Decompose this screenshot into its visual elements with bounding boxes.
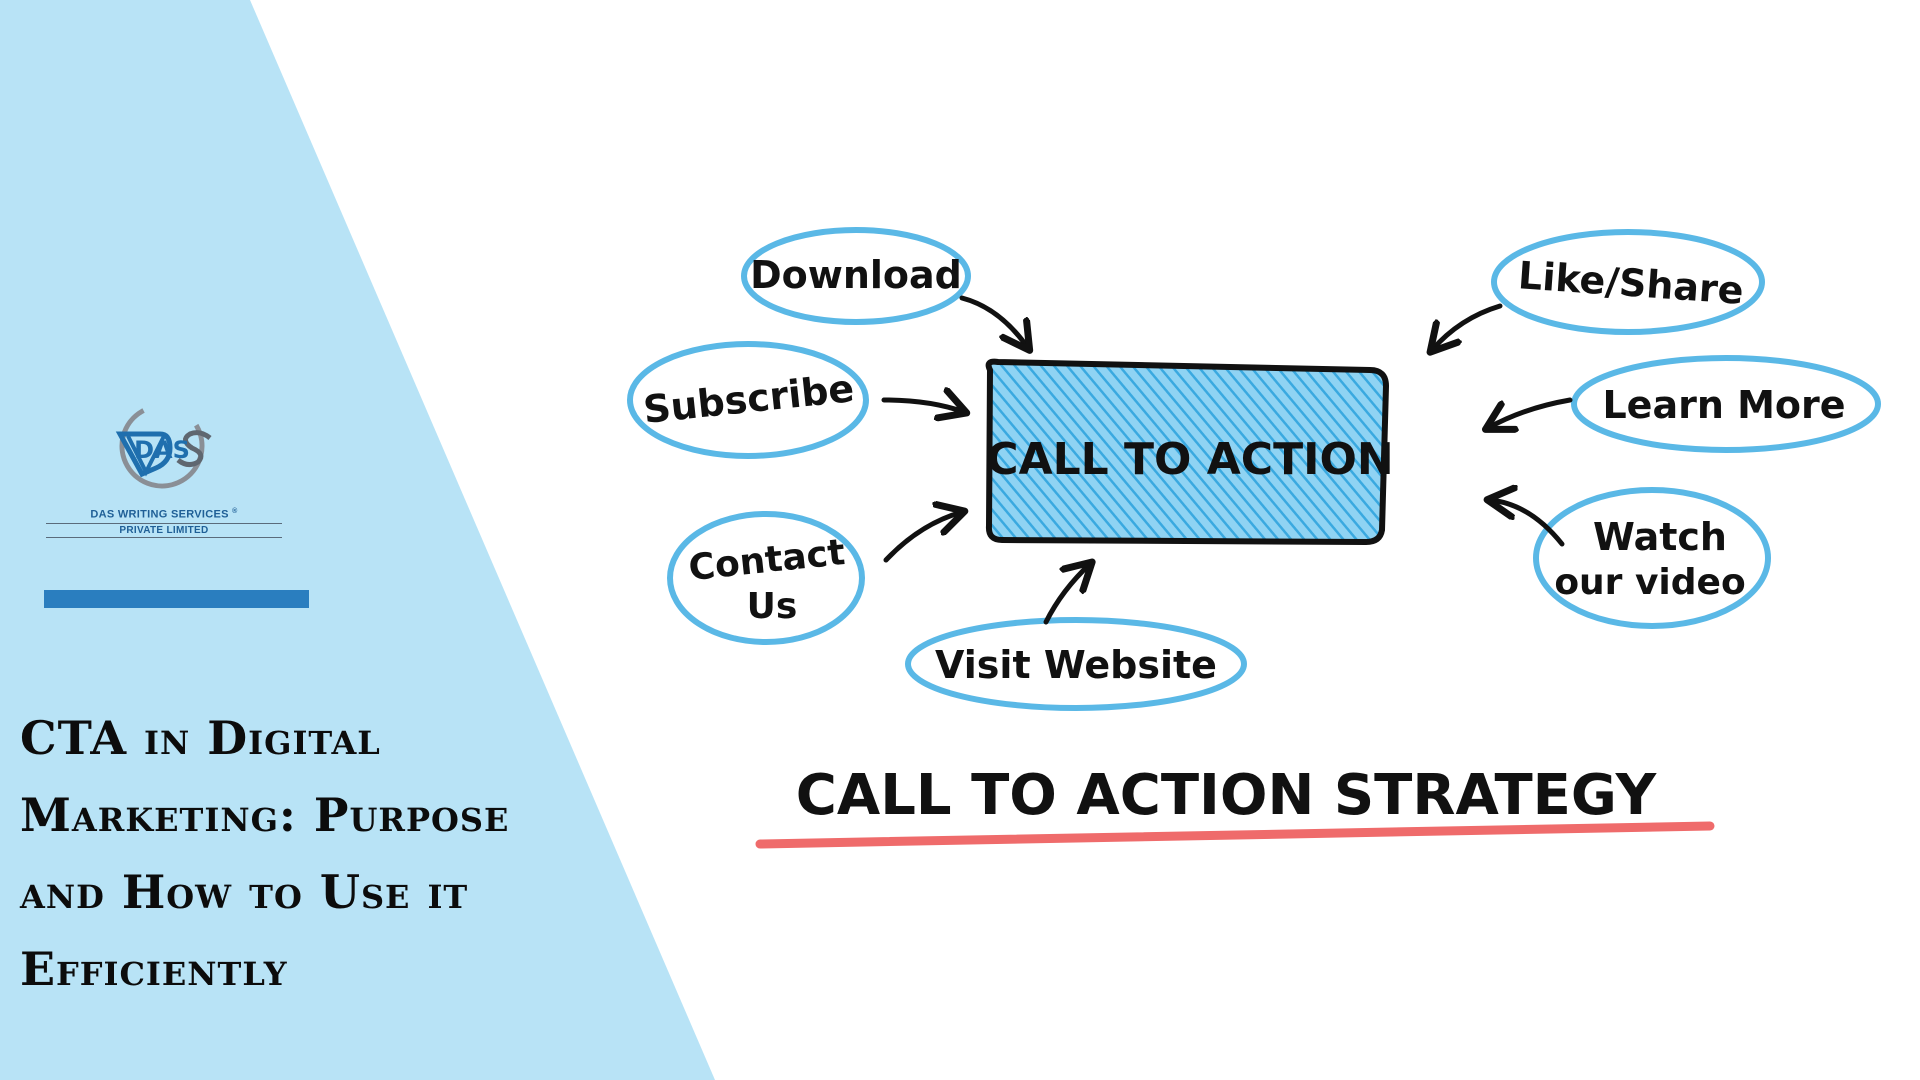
diagram-footer-title: CALL TO ACTION STRATEGY xyxy=(796,763,1658,828)
node-subscribe: Subscribe xyxy=(627,341,869,459)
arrow-like-share xyxy=(1432,303,1503,350)
title-line-1: CTA in Digital xyxy=(20,711,381,765)
arrow-visit xyxy=(1043,564,1090,625)
node-contact: Contact Us xyxy=(667,511,865,645)
page-title: CTA in Digital Marketing: Purpose and Ho… xyxy=(20,700,560,1008)
node-watch-label-2: our video xyxy=(1554,562,1745,603)
node-contact-label-2: Us xyxy=(747,586,798,627)
node-contact-label-1: Contact xyxy=(687,532,847,589)
node-learn-more: Learn More xyxy=(1571,355,1881,453)
node-like-share-label: Like/Share xyxy=(1517,253,1745,313)
title-line-3: and How to Use it xyxy=(20,865,469,919)
node-visit-label: Visit Website xyxy=(935,643,1217,687)
title-line-4: Efficiently xyxy=(20,942,288,996)
arrow-subscribe xyxy=(881,400,964,412)
das-logo-icon: DAS xyxy=(115,403,212,489)
arrow-contact xyxy=(883,512,962,563)
node-download-label: Download xyxy=(750,253,962,297)
registered-mark: ® xyxy=(232,508,238,515)
logo-company-name: DAS WRITING SERVICES ® PRIVATE LIMITED xyxy=(44,508,284,538)
footer-underline xyxy=(755,821,1715,849)
logo-mark-text: DAS xyxy=(134,436,190,464)
arrow-watch-video xyxy=(1490,500,1565,547)
node-subscribe-label: Subscribe xyxy=(641,366,856,432)
center-label: CALL TO ACTION xyxy=(986,434,1393,485)
node-learn-more-label: Learn More xyxy=(1602,383,1845,427)
logo-company-line2: PRIVATE LIMITED xyxy=(46,522,282,538)
accent-bar xyxy=(44,590,309,608)
center-box: CALL TO ACTION xyxy=(985,358,1394,545)
node-watch-label-1: Watch xyxy=(1593,515,1727,559)
arrow-download xyxy=(959,295,1028,348)
node-download: Download xyxy=(741,227,971,325)
title-line-2: Marketing: Purpose xyxy=(20,788,510,842)
node-visit-website: Visit Website xyxy=(905,617,1247,711)
logo-company-line1: DAS WRITING SERVICES xyxy=(90,508,229,521)
node-watch-video: Watch our video xyxy=(1533,487,1771,629)
node-like-share: Like/Share xyxy=(1491,229,1765,335)
cta-diagram: CALL TO ACTION Download Subscribe Contac… xyxy=(627,227,1881,849)
arrow-learn-more xyxy=(1488,397,1573,428)
